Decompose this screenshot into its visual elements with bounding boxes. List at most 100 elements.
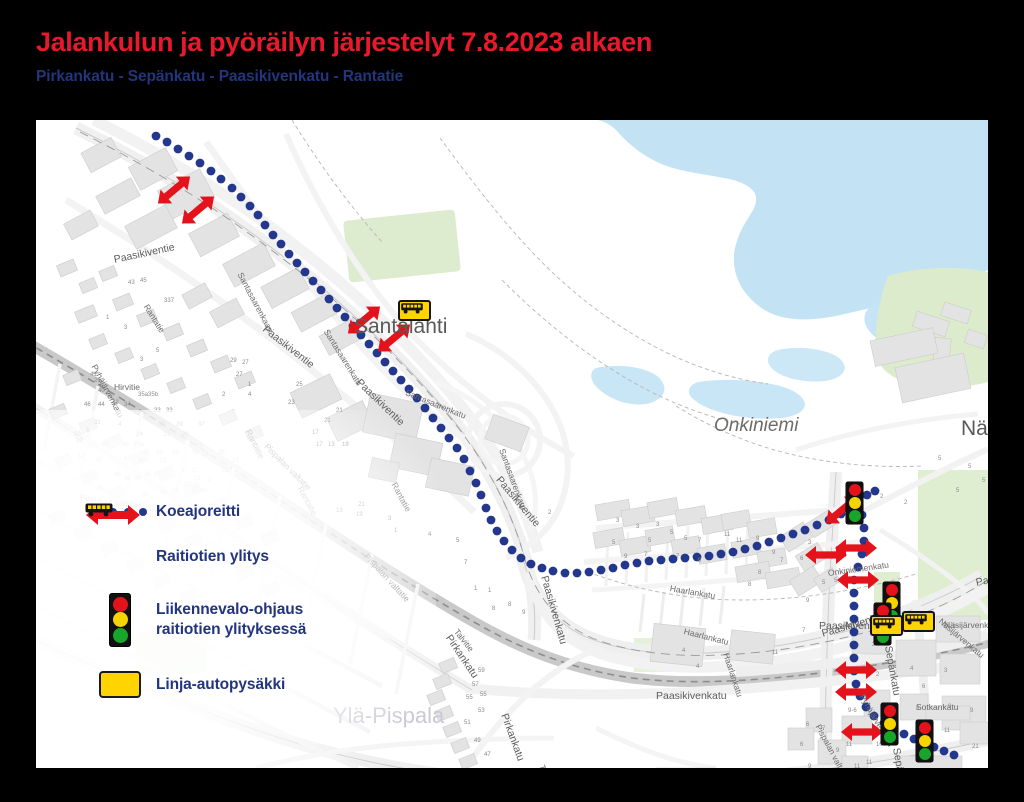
route-dot bbox=[869, 711, 879, 721]
route-dot bbox=[245, 201, 255, 211]
route-dot bbox=[184, 151, 194, 161]
bus-stop-icon bbox=[870, 615, 903, 636]
route-dot bbox=[859, 523, 869, 533]
route-dot bbox=[388, 366, 398, 376]
tram-crossing-arrow bbox=[157, 176, 191, 204]
route-dot bbox=[340, 312, 350, 322]
route-dot bbox=[227, 183, 237, 193]
tram-crossing-arrow bbox=[835, 539, 877, 557]
route-dot bbox=[788, 529, 798, 539]
route-dot bbox=[862, 490, 872, 500]
route-dot bbox=[668, 554, 678, 564]
legend-label-bus-stop: Linja-autopysäkki bbox=[156, 675, 286, 693]
tram-crossing-arrow bbox=[841, 723, 883, 741]
route-dot bbox=[680, 553, 690, 563]
route-dot bbox=[151, 131, 161, 141]
route-dot bbox=[851, 679, 861, 689]
route-dot bbox=[572, 568, 582, 578]
route-dot bbox=[471, 478, 481, 488]
route-dot bbox=[206, 166, 216, 176]
route-dot bbox=[216, 174, 226, 184]
route-dot bbox=[507, 545, 517, 555]
page-subtitle: Pirkankatu - Sepänkatu - Paasikivenkatu … bbox=[36, 67, 404, 85]
header: Jalankulun ja pyöräilyn järjestelyt 7.8.… bbox=[36, 27, 996, 86]
traffic-light-icon bbox=[846, 482, 863, 524]
page-title: Jalankulun ja pyöräilyn järjestelyt 7.8.… bbox=[36, 27, 652, 57]
route-dot bbox=[584, 567, 594, 577]
route-dot bbox=[436, 423, 446, 433]
route-dot bbox=[857, 549, 867, 559]
route-dot bbox=[499, 536, 509, 546]
traffic-light-icon bbox=[916, 720, 933, 762]
route-dot bbox=[870, 486, 880, 496]
route-dot bbox=[526, 559, 536, 569]
route-dot bbox=[444, 433, 454, 443]
tram-crossing-arrow bbox=[377, 324, 411, 352]
route-dot bbox=[776, 533, 786, 543]
legend-label-traffic-light-line1: Liikennevalo-ohjaus bbox=[156, 601, 304, 619]
route-dot bbox=[548, 566, 558, 576]
route-dot bbox=[324, 294, 334, 304]
route-dot bbox=[412, 393, 422, 403]
route-dot bbox=[620, 560, 630, 570]
route-dot bbox=[939, 746, 949, 756]
route-dot bbox=[752, 541, 762, 551]
legend-item-tram-crossing: Raitiotien ylitys bbox=[84, 505, 414, 566]
route-dot bbox=[692, 552, 702, 562]
legend-item-bus-stop: Linja-autopysäkki bbox=[84, 503, 414, 698]
route-dot bbox=[740, 544, 750, 554]
route-dot bbox=[704, 551, 714, 561]
route-dot bbox=[173, 144, 183, 154]
route-dot bbox=[253, 210, 263, 220]
route-dot bbox=[195, 158, 205, 168]
route-dot bbox=[849, 653, 859, 663]
route-dot bbox=[853, 562, 863, 572]
route-dot bbox=[300, 267, 310, 277]
route-dot bbox=[764, 537, 774, 547]
bus-stop-icon bbox=[84, 503, 156, 698]
legend-label-tram-crossing: Raitiotien ylitys bbox=[156, 548, 269, 566]
traffic-light-icon bbox=[84, 592, 156, 647]
route-dot bbox=[656, 555, 666, 565]
route-dot bbox=[596, 565, 606, 575]
route-dot bbox=[861, 702, 871, 712]
route-dot bbox=[276, 239, 286, 249]
route-dot bbox=[849, 640, 859, 650]
route-dot bbox=[728, 547, 738, 557]
route-dot bbox=[284, 249, 294, 259]
route-dot bbox=[404, 384, 414, 394]
route-dot bbox=[849, 614, 859, 624]
route-dot bbox=[812, 520, 822, 530]
tram-crossing-arrow bbox=[181, 196, 215, 224]
route-dot bbox=[486, 515, 496, 525]
route-dot bbox=[316, 285, 326, 295]
route-dot bbox=[396, 375, 406, 385]
route-dot bbox=[849, 588, 859, 598]
route-dot bbox=[849, 627, 859, 637]
legend-label-route: Koeajoreitti bbox=[156, 503, 241, 520]
route-dot bbox=[162, 137, 172, 147]
route-dot bbox=[632, 558, 642, 568]
route-dot bbox=[644, 556, 654, 566]
route-dot bbox=[236, 192, 246, 202]
route-dot bbox=[608, 563, 618, 573]
tram-crossing-arrow bbox=[835, 683, 877, 701]
route-dot bbox=[268, 230, 278, 240]
route-dot bbox=[308, 276, 318, 286]
route-dot bbox=[849, 601, 859, 611]
map-container[interactable]: SantalahtiOnkiniemiNäsinneulaYlä-Pispala… bbox=[36, 120, 988, 768]
route-dot bbox=[537, 563, 547, 573]
route-dot bbox=[260, 220, 270, 230]
route-dot bbox=[459, 454, 469, 464]
tram-crossing-arrow bbox=[805, 546, 847, 564]
route-dot bbox=[364, 339, 374, 349]
route-dot bbox=[560, 568, 570, 578]
legend: Koeajoreitti Raitiotien ylitys bbox=[84, 502, 414, 724]
legend-item-traffic-light: Liikennevalo-ohjaus raitiotien ylitykses… bbox=[84, 592, 414, 647]
bus-stop-icon bbox=[398, 300, 431, 321]
route-dot bbox=[332, 303, 342, 313]
route-dot bbox=[516, 553, 526, 563]
route-dot bbox=[899, 729, 909, 739]
tram-crossing-arrow bbox=[835, 661, 877, 679]
